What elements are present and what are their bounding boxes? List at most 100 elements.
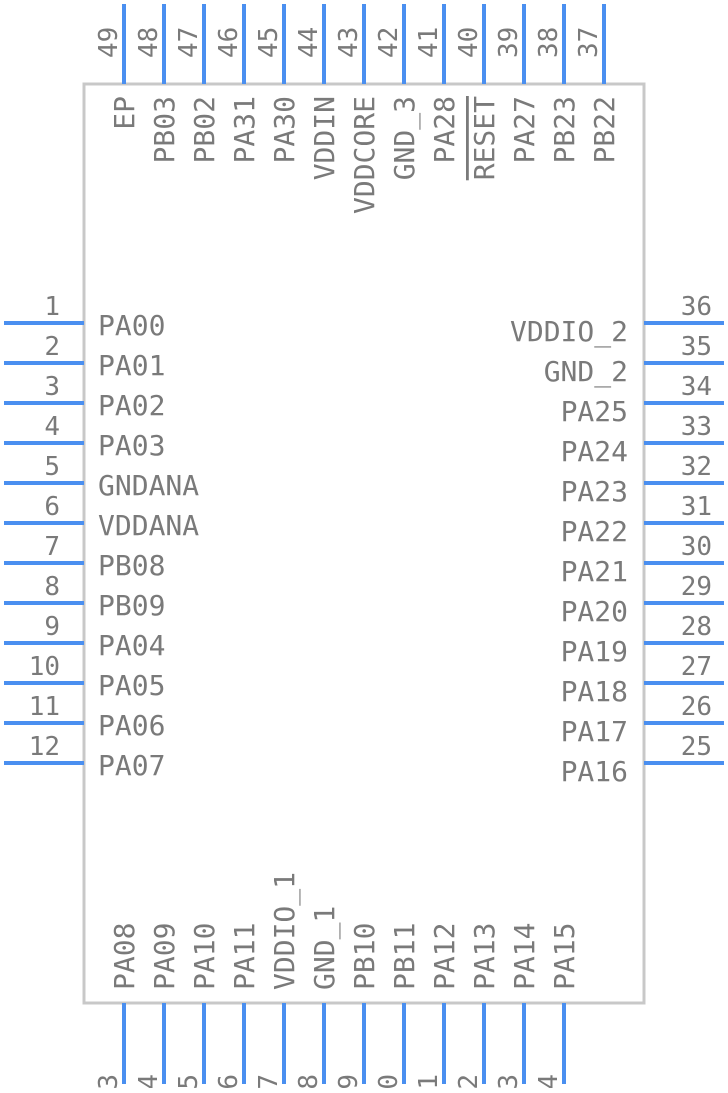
pin-name-11: PA06 (98, 709, 165, 742)
pin-name-26: PA17 (561, 715, 628, 748)
pin-name-7: PB08 (98, 549, 165, 582)
pin-number-22: 22 (454, 1074, 484, 1088)
pin-number-6: 6 (44, 492, 60, 522)
pin-number-49: 49 (94, 27, 124, 58)
pin-number-12: 12 (29, 732, 60, 762)
pin-name-22: PA13 (468, 923, 501, 990)
pin-number-27: 27 (681, 652, 712, 682)
pin-name-42: GND_3 (388, 96, 422, 180)
pin-name-15: PA10 (188, 923, 221, 990)
pin-name-39: PA27 (508, 96, 541, 163)
pin-name-18: GND_1 (308, 906, 342, 990)
pin-name-2: PA01 (98, 349, 165, 382)
pin-number-14: 14 (134, 1074, 164, 1088)
pin-number-10: 10 (29, 652, 60, 682)
pin-name-47: PB02 (188, 96, 221, 163)
pin-number-5: 5 (44, 452, 60, 482)
pin-number-21: 21 (414, 1074, 444, 1088)
pin-number-8: 8 (44, 572, 60, 602)
pin-name-45: PA30 (268, 96, 301, 163)
pin-name-44: VDDIN (308, 96, 341, 180)
pin-name-8: PB09 (98, 589, 165, 622)
pin-name-32: PA23 (561, 475, 628, 508)
pin-name-25: PA16 (561, 755, 628, 788)
left-pin-group: 1PA002PA013PA024PA035GNDANA6VDDANA7PB088… (4, 292, 199, 782)
pin-name-19: PB10 (348, 923, 381, 990)
pin-name-37: PB22 (588, 96, 621, 163)
pin-name-6: VDDANA (98, 509, 199, 542)
pin-number-3: 3 (44, 372, 60, 402)
pin-name-35: GND_2 (544, 355, 628, 389)
pin-number-31: 31 (681, 492, 712, 522)
pin-number-33: 33 (681, 412, 712, 442)
pin-name-41: PA28 (428, 96, 461, 163)
pin-number-47: 47 (174, 27, 204, 58)
pin-number-44: 44 (294, 27, 324, 58)
pin-name-4: PA03 (98, 429, 165, 462)
pin-number-36: 36 (681, 292, 712, 322)
pin-name-48: PB03 (148, 96, 181, 163)
pin-number-29: 29 (681, 572, 712, 602)
pin-number-13: 13 (94, 1074, 124, 1088)
pin-name-31: PA22 (561, 515, 628, 548)
pin-name-10: PA05 (98, 669, 165, 702)
pin-name-29: PA20 (561, 595, 628, 628)
pin-number-40: 40 (454, 27, 484, 58)
pin-number-19: 19 (334, 1074, 364, 1088)
pin-number-15: 15 (174, 1074, 204, 1088)
bottom-pin-group: 13 PA08 14 PA09 15 PA10 16 PA11 17 VDDIO_1 18 GND_1… (94, 872, 581, 1093)
pin-name-49: EP (108, 96, 141, 130)
pin-name-1: PA00 (98, 309, 165, 342)
pin-name-28: PA19 (561, 635, 628, 668)
pin-name-16: PA11 (228, 923, 261, 990)
pin-name-24: PA15 (548, 923, 581, 990)
pin-number-25: 25 (681, 732, 712, 762)
pin-number-17: 17 (254, 1074, 284, 1088)
pin-name-14: PA09 (148, 923, 181, 990)
pin-number-39: 39 (494, 27, 524, 58)
pin-name-27: PA18 (561, 675, 628, 708)
pin-number-23: 23 (494, 1074, 524, 1088)
pin-number-35: 35 (681, 332, 712, 362)
pin-name-9: PA04 (98, 629, 165, 662)
pin-name-23: PA14 (508, 923, 541, 990)
pin-name-38: PB23 (548, 96, 581, 163)
pin-number-18: 18 (294, 1074, 324, 1088)
pin-number-41: 41 (414, 27, 444, 58)
pin-number-24: 24 (534, 1074, 564, 1088)
pin-name-34: PA25 (561, 395, 628, 428)
pin-name-12: PA07 (98, 749, 165, 782)
pin-number-9: 9 (44, 612, 60, 642)
pin-name-20: PB11 (388, 923, 421, 990)
pin-name-43: VDDCORE (348, 96, 381, 214)
pin-number-38: 38 (534, 27, 564, 58)
pin-number-34: 34 (681, 372, 712, 402)
pin-number-1: 1 (44, 292, 60, 322)
pin-number-48: 48 (134, 27, 164, 58)
pin-name-17: VDDIO_1 (268, 872, 302, 990)
pin-number-46: 46 (214, 27, 244, 58)
pin-number-4: 4 (44, 412, 60, 442)
pin-number-7: 7 (44, 532, 60, 562)
pin-number-11: 11 (29, 692, 60, 722)
pin-name-33: PA24 (561, 435, 628, 468)
pin-number-42: 42 (374, 27, 404, 58)
pin-name-5: GNDANA (98, 469, 199, 502)
pin-number-26: 26 (681, 692, 712, 722)
pin-name-3: PA02 (98, 389, 165, 422)
pin-number-43: 43 (334, 27, 364, 58)
pin-name-13: PA08 (108, 923, 141, 990)
pin-name-40: RESET (468, 96, 501, 180)
pin-number-30: 30 (681, 532, 712, 562)
pin-number-45: 45 (254, 27, 284, 58)
pin-name-36: VDDIO_2 (510, 315, 628, 349)
pin-number-20: 20 (374, 1074, 404, 1088)
pin-number-16: 16 (214, 1074, 244, 1088)
pin-number-28: 28 (681, 612, 712, 642)
pin-name-46: PA31 (228, 96, 261, 163)
pin-number-37: 37 (574, 27, 604, 58)
